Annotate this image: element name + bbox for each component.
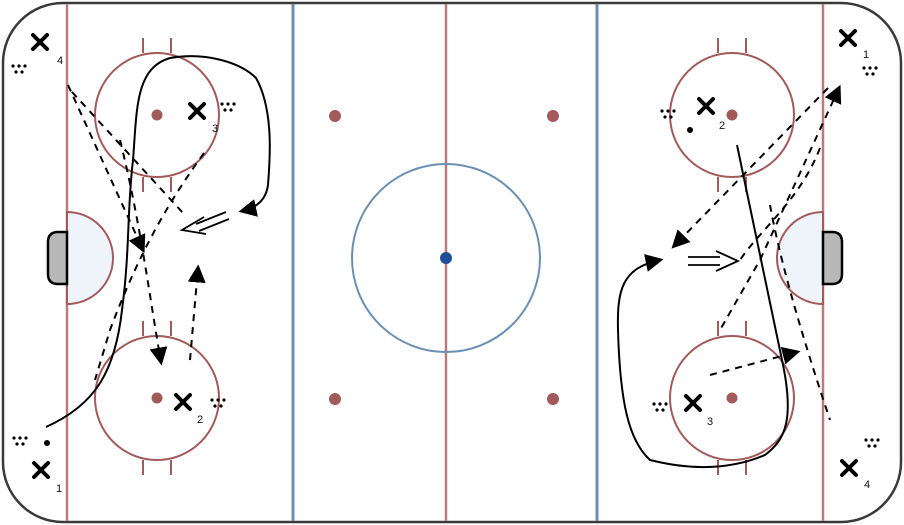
puck-icon (687, 127, 693, 133)
pass-line-left-5 (187, 264, 206, 361)
goal-net-right (821, 230, 844, 286)
neutral-dot (329, 393, 341, 405)
neutral-dot (547, 393, 559, 405)
x-player-icon (697, 97, 715, 115)
puck-pile-icon (862, 66, 878, 76)
player-p1L: 1 (32, 461, 62, 495)
player-number-label: 1 (56, 483, 62, 495)
player-number-label: 2 (719, 120, 725, 132)
skate-path-right (616, 144, 789, 468)
puck-pile-icon (864, 438, 880, 448)
x-player-icon (188, 102, 206, 120)
player-number-label: 4 (57, 55, 63, 67)
player-number-label: 2 (197, 414, 203, 426)
center-circle (351, 163, 541, 353)
faceoff-circle-right-bottom (669, 321, 795, 475)
goal-crease-left (66, 210, 114, 306)
player-number-label: 3 (707, 416, 713, 428)
pass-line-left-3 (119, 139, 168, 366)
neutral-dot (329, 110, 341, 122)
center-dot (440, 252, 452, 264)
x-player-icon (839, 29, 857, 47)
puck-pile-icon (11, 64, 27, 74)
faceoff-circle-left-top (94, 38, 220, 192)
puck-pile-icon (652, 402, 668, 412)
puck-icon (44, 440, 50, 446)
puck-pile-icon (660, 109, 676, 119)
puck-pile-icon (12, 436, 28, 446)
faceoff-circle-right-top (669, 38, 795, 192)
player-p4L: 4 (31, 33, 63, 67)
goal-net-left (46, 230, 69, 286)
player-number-label: 4 (864, 479, 870, 491)
player-p3R: 3 (684, 394, 713, 428)
pass-line-left-4 (94, 152, 205, 381)
puck-pile-icon (210, 398, 226, 408)
player-number-label: 1 (863, 49, 869, 61)
player-p4R: 4 (840, 459, 870, 491)
pass-line-left-1 (67, 84, 146, 254)
x-player-icon (840, 459, 858, 477)
x-player-icon (31, 33, 49, 51)
pass-line-right-4 (769, 204, 831, 421)
double-arrow-icon (179, 211, 230, 235)
player-p2L: 2 (174, 393, 203, 426)
skate-path-left (45, 55, 271, 428)
goal-crease-right (776, 210, 824, 306)
drill-left-paths (45, 55, 271, 428)
player-p2R: 2 (697, 97, 725, 132)
drill-right-paths (616, 84, 842, 468)
x-player-icon (32, 461, 50, 479)
x-player-icon (684, 394, 702, 412)
players-layer: 4 3 2 1 1 2 3 4 (31, 29, 870, 495)
player-number-label: 3 (212, 123, 218, 135)
x-player-icon (174, 393, 192, 411)
puck-pile-icon (220, 102, 236, 112)
neutral-dot (547, 110, 559, 122)
pass-line-left-2 (71, 91, 184, 214)
player-p3L: 3 (188, 102, 218, 135)
double-arrow-icon (688, 250, 741, 272)
pass-line-right-3 (739, 147, 821, 261)
pass-line-right-5 (709, 346, 801, 376)
pass-line-right-1 (671, 87, 829, 249)
player-p1R: 1 (839, 29, 869, 61)
